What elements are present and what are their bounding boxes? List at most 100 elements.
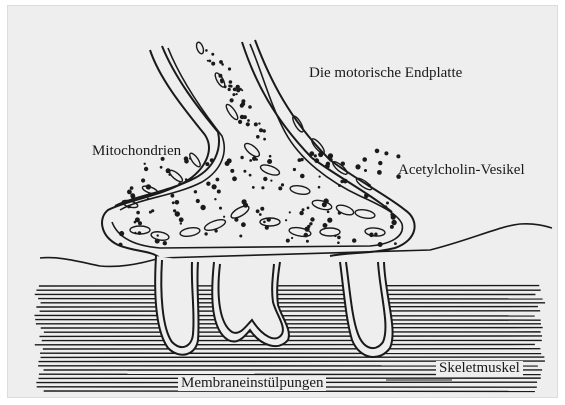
acetylcholine-vesicle <box>267 159 272 164</box>
acetylcholine-vesicle <box>299 211 303 215</box>
acetylcholine-vesicle <box>243 203 248 208</box>
acetylcholine-vesicle <box>171 194 175 198</box>
acetylcholine-vesicle <box>318 186 321 189</box>
junctional-folds <box>155 256 392 357</box>
acetylcholine-vesicle <box>228 67 231 70</box>
acetylcholine-vesicle <box>269 155 272 158</box>
acetylcholine-vesicle <box>258 122 260 124</box>
acetylcholine-vesicle <box>278 186 282 190</box>
acetylcholine-vesicle <box>232 176 237 181</box>
label-skeletal-muscle: Skeletmuskel <box>436 361 523 376</box>
acetylcholine-vesicle <box>309 151 314 156</box>
acetylcholine-vesicle <box>355 164 360 169</box>
acetylcholine-vesicle <box>364 193 369 198</box>
acetylcholine-vesicle <box>252 156 257 161</box>
acetylcholine-vesicle <box>144 163 146 165</box>
acetylcholine-vesicle <box>300 158 303 161</box>
acetylcholine-vesicle <box>224 85 227 88</box>
acetylcholine-vesicle <box>223 216 225 218</box>
acetylcholine-vesicle <box>384 151 388 155</box>
acetylcholine-vesicle <box>166 168 171 173</box>
acetylcholine-vesicle <box>314 154 317 157</box>
acetylcholine-vesicle <box>200 205 205 210</box>
mitochondrion <box>150 230 169 241</box>
acetylcholine-vesicle <box>134 232 136 234</box>
acetylcholine-vesicle <box>178 182 181 185</box>
acetylcholine-vesicle <box>369 233 373 237</box>
acetylcholine-vesicle <box>240 156 243 159</box>
acetylcholine-vesicle <box>260 207 264 211</box>
acetylcholine-vesicle <box>130 186 134 190</box>
acetylcholine-vesicle <box>233 88 237 92</box>
mitochondrion <box>335 203 355 217</box>
mitochondrion <box>179 226 200 237</box>
acetylcholine-vesicle <box>327 211 330 214</box>
acetylcholine-vesicle <box>212 184 217 189</box>
acetylcholine-vesicle <box>127 205 131 209</box>
acetylcholine-vesicle <box>291 237 293 239</box>
acetylcholine-vesicle <box>243 170 246 173</box>
acetylcholine-vesicle <box>196 199 200 203</box>
acetylcholine-vesicle <box>396 154 400 158</box>
mitochondrion <box>355 176 373 191</box>
acetylcholine-vesicle <box>236 93 238 95</box>
acetylcholine-vesicle <box>208 60 211 63</box>
acetylcholine-vesicle <box>326 162 330 166</box>
acetylcholine-vesicle <box>230 98 234 102</box>
acetylcholine-vesicle <box>248 105 252 109</box>
acetylcholine-vesicle <box>378 161 382 165</box>
acetylcholine-vesicle <box>267 217 271 221</box>
acetylcholine-vesicle <box>241 99 245 103</box>
acetylcholine-vesicle <box>204 232 207 235</box>
mitochondrion <box>259 163 281 177</box>
mitochondrion <box>188 152 202 169</box>
acetylcholine-vesicle <box>334 235 337 238</box>
acetylcholine-vesicle <box>211 53 214 56</box>
acetylcholine-vesicle <box>219 60 223 64</box>
acetylcholine-vesicle <box>249 174 252 177</box>
acetylcholine-vesicle <box>227 158 232 163</box>
acetylcholine-vesicle <box>254 122 258 126</box>
acetylcholine-vesicle <box>136 211 140 215</box>
acetylcholine-vesicle <box>179 217 184 222</box>
acetylcholine-vesicle <box>168 174 170 176</box>
acetylcholine-vesicle <box>131 194 136 199</box>
acetylcholine-vesicle <box>261 186 264 189</box>
acetylcholine-vesicle <box>259 128 263 132</box>
acetylcholine-vesicle <box>374 233 377 236</box>
acetylcholine-vesicle <box>175 200 180 205</box>
acetylcholine-vesicle <box>281 183 284 186</box>
acetylcholine-vesicle <box>300 174 305 179</box>
acetylcholine-vesicle <box>368 184 371 187</box>
acetylcholine-vesicle <box>172 201 175 204</box>
acetylcholine-vesicle <box>249 159 252 162</box>
mitochondrion <box>354 208 375 219</box>
acetylcholine-vesicle <box>234 218 238 222</box>
acetylcholine-vesicle <box>285 219 287 221</box>
acetylcholine-vesicle <box>318 152 323 157</box>
acetylcholine-vesicle <box>286 239 290 243</box>
acetylcholine-vesicle <box>319 176 321 178</box>
acetylcholine-vesicle <box>214 229 217 232</box>
acetylcholine-vesicle <box>236 89 240 93</box>
acetylcholine-vesicle <box>220 79 224 83</box>
acetylcholine-vesicle <box>210 158 214 162</box>
label-vesicles: Acetylcholin-Vesikel <box>398 163 525 178</box>
acetylcholine-vesicle <box>341 162 345 166</box>
label-mitochondria: Mitochondrien <box>92 144 181 159</box>
acetylcholine-vesicle <box>119 231 124 236</box>
acetylcholine-vesicle <box>263 177 267 181</box>
muscle-striation <box>35 315 535 316</box>
acetylcholine-vesicle <box>307 207 310 210</box>
acetylcholine-vesicle <box>157 234 159 236</box>
acetylcholine-vesicle <box>211 62 215 66</box>
acetylcholine-vesicle <box>323 198 328 203</box>
acetylcholine-vesicle <box>218 74 222 78</box>
mitochondrion <box>224 103 239 121</box>
label-title: Die motorische Endplatte <box>309 66 462 81</box>
mitochondrion <box>243 141 262 159</box>
acetylcholine-vesicle <box>180 222 182 224</box>
acetylcholine-vesicle <box>328 153 333 158</box>
acetylcholine-vesicle <box>217 190 221 194</box>
acetylcholine-vesicle <box>127 190 132 195</box>
